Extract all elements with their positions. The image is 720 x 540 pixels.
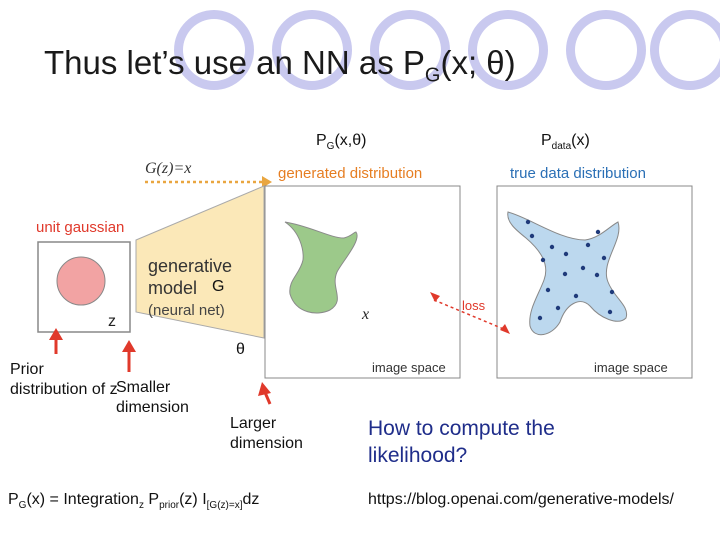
loss-arrow-head-left [430,292,440,302]
source-url[interactable]: https://blog.openai.com/generative-model… [368,491,674,508]
g-equation-label: G(z)=x [145,160,191,177]
slide-title: Thus let’s use an NN as PG(x; θ) [44,44,516,87]
z-label: z [108,313,116,330]
unit-gaussian-label: unit gaussian [36,219,124,236]
generated-distribution-label: generated distribution [278,165,422,182]
pg-label: PG(x,θ) [316,132,367,153]
prior-label: Prior distribution of z [10,361,118,398]
likelihood-question: How to compute the likelihood? [368,417,555,467]
x-label: x [361,306,369,323]
likelihood-formula: PG(x) = Integrationz Pprior(z) I[G(z)=x]… [8,491,260,512]
gen-model-line2: model [148,278,197,298]
loss-label: loss [462,298,486,313]
pdata-label: Pdata(x) [541,132,590,153]
loss-arrow-head-right [500,324,510,334]
gen-model-line3: (neural net) [148,302,225,319]
g-arrow-head [262,176,272,188]
image-space-label-2: image space [594,360,668,375]
generated-distribution-shape [284,221,358,314]
g-label: G [212,278,225,295]
data-points [525,219,615,321]
image-space-label-1: image space [372,360,446,375]
true-distribution-label: true data distribution [510,165,646,182]
theta-label: θ [236,341,245,358]
gen-model-line1: generative [148,256,232,276]
red-arrows [49,328,272,405]
smaller-dimension-label: Smaller dimension [116,379,189,416]
gaussian-circle [56,256,106,306]
larger-dimension-label: Larger dimension [230,415,303,452]
true-distribution-shape [507,211,628,336]
generator-network [135,185,265,339]
loss-arrow-line [433,299,507,331]
